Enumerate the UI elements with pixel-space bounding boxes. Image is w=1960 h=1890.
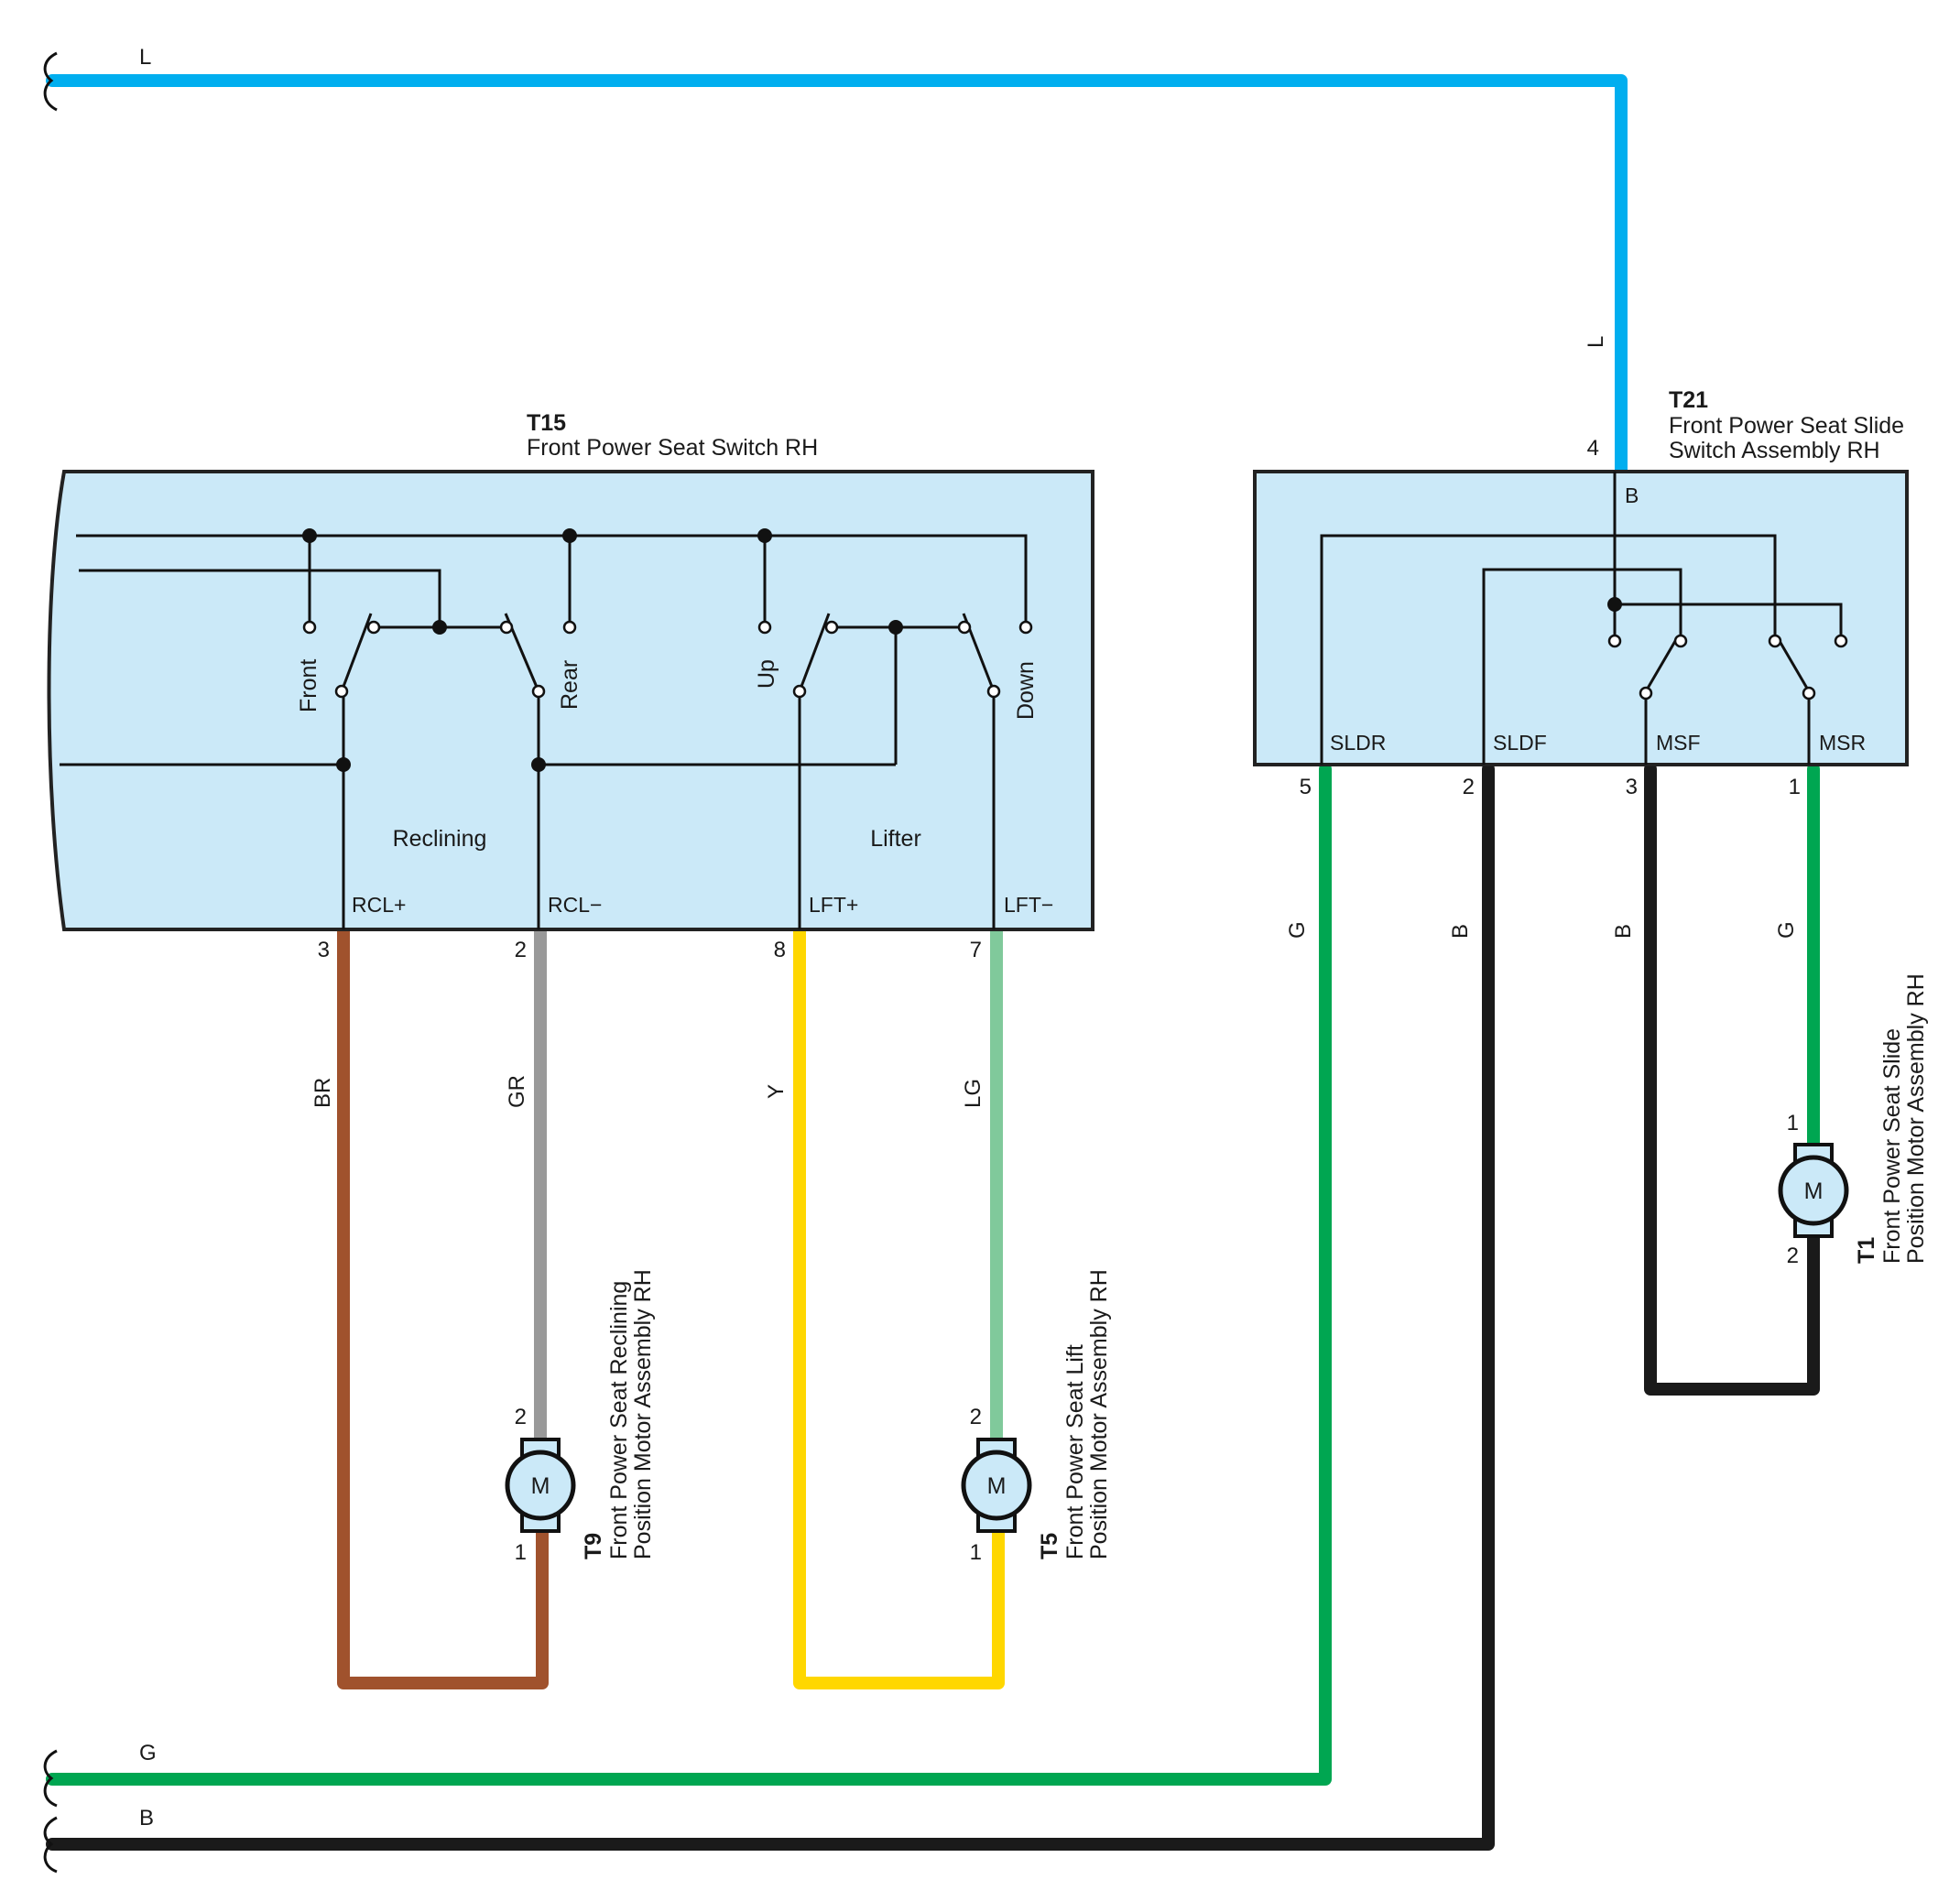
wire-break-left-top bbox=[43, 51, 58, 112]
t21-name-line1: Front Power Seat Slide bbox=[1669, 413, 1904, 439]
wire-label-b-bottom: B bbox=[139, 1806, 154, 1830]
motor-t9: M bbox=[505, 1438, 576, 1533]
motor-t1-symbol: M bbox=[1804, 1179, 1824, 1204]
pin-rcl-minus: 2 bbox=[515, 938, 527, 962]
terminal-lft-minus: LFT− bbox=[1004, 893, 1053, 917]
t21-id: T21 bbox=[1669, 387, 1708, 413]
wire-label-l-top: L bbox=[139, 45, 151, 70]
motor-t5-id: T5 bbox=[1037, 1533, 1062, 1559]
motor-t5: M bbox=[961, 1438, 1032, 1533]
wire-label-g-bottom: G bbox=[139, 1741, 157, 1765]
wire-label-msr: G bbox=[1774, 921, 1799, 939]
wire-label-l-vertical: L bbox=[1584, 336, 1608, 348]
motor-t5-pin-top: 2 bbox=[970, 1405, 982, 1429]
motor-t5-pin-bottom: 1 bbox=[970, 1540, 982, 1565]
switch-label-rear: Rear bbox=[557, 660, 583, 710]
group-label-reclining: Reclining bbox=[393, 826, 487, 852]
motor-t9-line2: Position Motor Assembly RH bbox=[630, 1269, 656, 1559]
motor-t9-line1: Front Power Seat Reclining bbox=[606, 1281, 632, 1559]
motor-t9-id: T9 bbox=[581, 1533, 606, 1559]
terminal-msf: MSF bbox=[1656, 731, 1701, 755]
terminal-lft-plus: LFT+ bbox=[809, 893, 858, 917]
wire-b-msf bbox=[1644, 763, 1820, 1396]
wire-l-top bbox=[46, 74, 1628, 478]
pin-sldf: 2 bbox=[1463, 775, 1475, 799]
motor-t1-id: T1 bbox=[1854, 1237, 1879, 1264]
wire-y-lft-plus bbox=[793, 923, 1005, 1689]
wire-label-gr: GR bbox=[505, 1075, 529, 1108]
wire-br-rcl-plus bbox=[337, 923, 549, 1689]
motor-t5-line1: Front Power Seat Lift bbox=[1062, 1344, 1088, 1559]
t21-name-line2: Switch Assembly RH bbox=[1669, 438, 1880, 463]
t15-switch-box bbox=[47, 470, 1094, 931]
t21-input-terminal: B bbox=[1625, 483, 1639, 507]
wire-label-br: BR bbox=[310, 1078, 335, 1108]
wire-break-left-b bbox=[43, 1816, 58, 1874]
motor-t5-symbol: M bbox=[987, 1473, 1007, 1499]
pin-lft-minus: 7 bbox=[970, 938, 982, 962]
wire-label-sldr: G bbox=[1285, 921, 1310, 939]
group-label-lifter: Lifter bbox=[870, 826, 921, 852]
motor-t9-symbol: M bbox=[531, 1473, 550, 1499]
motor-t1-pin-top: 1 bbox=[1787, 1111, 1799, 1135]
pin-sldr: 5 bbox=[1300, 775, 1312, 799]
motor-t9-pin-top: 2 bbox=[515, 1405, 527, 1429]
wire-label-msf: B bbox=[1611, 924, 1636, 939]
terminal-sldr: SLDR bbox=[1330, 731, 1386, 755]
wire-break-left-g bbox=[43, 1749, 58, 1808]
motor-t1-line1: Front Power Seat Slide bbox=[1879, 1028, 1905, 1264]
t21-input-pin: 4 bbox=[1587, 436, 1599, 461]
motor-t1-line2: Position Motor Assembly RH bbox=[1903, 973, 1929, 1264]
t21-switch-box bbox=[1253, 470, 1909, 766]
t15-name: Front Power Seat Switch RH bbox=[527, 435, 818, 461]
switch-label-up: Up bbox=[754, 659, 779, 689]
terminal-sldf: SLDF bbox=[1493, 731, 1547, 755]
switch-label-down: Down bbox=[1013, 661, 1039, 720]
motor-t1: M bbox=[1778, 1143, 1849, 1238]
pin-msf: 3 bbox=[1626, 775, 1638, 799]
pin-rcl-plus: 3 bbox=[318, 938, 330, 962]
motor-t5-line2: Position Motor Assembly RH bbox=[1086, 1269, 1112, 1559]
switch-label-front: Front bbox=[296, 659, 321, 712]
terminal-rcl-plus: RCL+ bbox=[352, 893, 406, 917]
pin-msr: 1 bbox=[1789, 775, 1801, 799]
wire-b-bottom bbox=[46, 763, 1495, 1851]
wire-label-lg: LG bbox=[961, 1079, 985, 1108]
terminal-rcl-minus: RCL− bbox=[548, 893, 602, 917]
terminal-msr: MSR bbox=[1819, 731, 1866, 755]
wire-g-bottom bbox=[46, 763, 1332, 1786]
wire-label-y: Y bbox=[764, 1084, 789, 1099]
pin-lft-plus: 8 bbox=[774, 938, 786, 962]
motor-t1-pin-bottom: 2 bbox=[1787, 1244, 1799, 1268]
motor-t9-pin-bottom: 1 bbox=[515, 1540, 527, 1565]
wire-label-sldf: B bbox=[1448, 924, 1473, 939]
t15-id: T15 bbox=[527, 410, 566, 436]
